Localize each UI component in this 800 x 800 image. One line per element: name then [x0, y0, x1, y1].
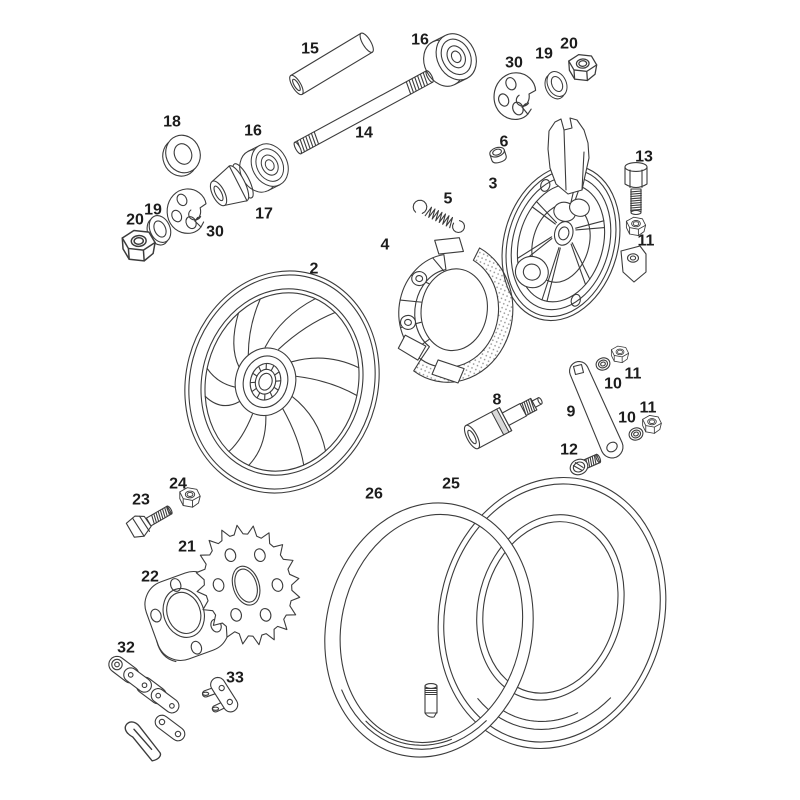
part-label-master-link: 33 — [226, 670, 244, 687]
part-label-drive-chain: 32 — [117, 640, 135, 657]
brake-spring-drawing — [412, 199, 466, 234]
pivot-pin-drawing — [463, 397, 543, 450]
chain-clip-drawing — [124, 721, 162, 762]
part-label-adjuster-bolt: 13 — [635, 149, 653, 166]
part-label-spacer-bushing: 17 — [255, 206, 273, 223]
nut-arm-lower-drawing — [642, 414, 662, 434]
part-label-sprocket: 21 — [178, 539, 196, 556]
part-label-arm-screw: 12 — [560, 442, 578, 459]
spacer-tube-drawing — [289, 32, 374, 96]
axle-drawing — [293, 70, 434, 155]
brake-shoes-drawing — [397, 237, 514, 384]
part-labels: 1516301920141816173019206313115428910111… — [117, 32, 656, 687]
part-label-brake-spring: 5 — [444, 191, 453, 208]
drive-chain-drawing — [108, 655, 186, 742]
part-label-axle-nut-left: 20 — [126, 212, 144, 229]
part-label-spacer-tube: 15 — [301, 41, 319, 58]
valve-stem-drawing — [424, 683, 438, 718]
spacer-ring-drawing — [162, 134, 201, 177]
rear-wheel-drawing — [184, 270, 380, 494]
part-label-sprocket-flange: 22 — [141, 569, 159, 586]
part-label-sprocket-bolt: 23 — [132, 492, 150, 509]
part-label-bearing-right: 16 — [411, 32, 429, 49]
part-label-axle: 14 — [355, 125, 373, 142]
mount-lug-drawing — [620, 245, 647, 283]
part-label-pivot-pin: 8 — [493, 392, 502, 409]
part-label-nut-arm-lower: 11 — [640, 400, 657, 417]
part-label-rear-wheel: 2 — [310, 261, 319, 278]
master-link-drawing — [201, 676, 239, 713]
brake-arm-drawing — [569, 361, 624, 459]
part-label-sprocket-nut: 24 — [169, 476, 187, 493]
part-label-axle-nut-right: 20 — [560, 36, 578, 53]
inner-tube-drawing — [324, 502, 534, 758]
sprocket-bolt-drawing — [125, 505, 173, 538]
part-label-brake-arm: 9 — [567, 404, 576, 421]
sprocket-drawing — [195, 524, 301, 646]
plug-drawing — [489, 146, 507, 164]
torque-bracket-drawing — [547, 117, 590, 195]
part-label-washer-right: 19 — [535, 46, 553, 63]
part-label-washer-arm-upper: 10 — [604, 376, 622, 393]
part-label-spacer-ring: 18 — [163, 114, 181, 131]
part-label-tire: 25 — [442, 476, 460, 493]
part-label-retainer-left: 30 — [206, 224, 224, 241]
part-label-washer-left: 19 — [144, 202, 162, 219]
part-label-inner-tube: 26 — [365, 486, 383, 503]
part-label-retainer-right: 30 — [505, 55, 523, 72]
part-label-washer-arm-lower: 10 — [618, 410, 636, 427]
nut-arm-upper-drawing — [610, 345, 630, 364]
part-label-adjuster-nut: 11 — [638, 233, 655, 250]
part-label-plug: 6 — [500, 134, 509, 151]
arm-screw-drawing — [569, 453, 602, 476]
adjuster-bolt-drawing — [624, 162, 648, 216]
part-label-bearing-left: 16 — [244, 123, 262, 140]
part-label-brake-plate: 3 — [489, 176, 498, 193]
part-label-nut-arm-upper: 11 — [625, 366, 642, 383]
spacer-bushing-drawing — [209, 163, 254, 207]
part-label-brake-shoes: 4 — [381, 237, 390, 254]
